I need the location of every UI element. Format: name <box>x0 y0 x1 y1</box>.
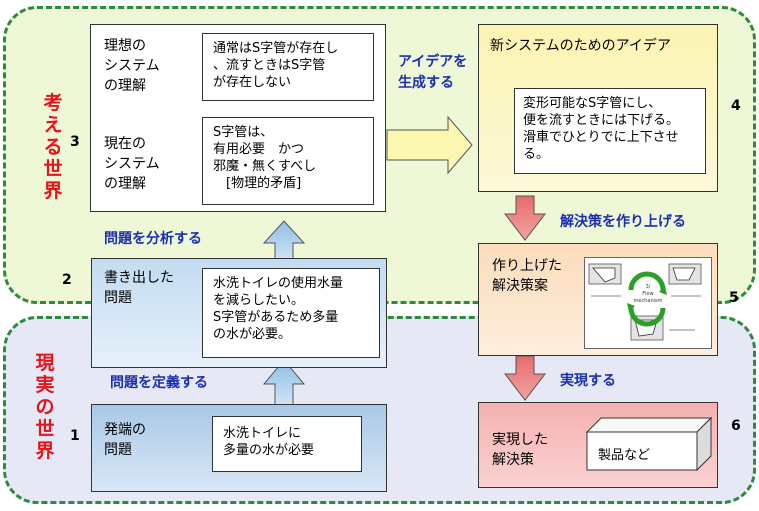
product-box-3d <box>585 416 713 472</box>
step-number-2: 2 <box>62 272 72 288</box>
built-solution-label: 作り上げた 解決策案 <box>492 258 562 294</box>
new-system-idea-box: 変形可能なS字管にし、 便を流すときには下げる。 滑車でひとりでに上下させ る。 <box>514 88 706 174</box>
step-number-3: 3 <box>70 134 80 150</box>
ideal-system-label: 理想の システム の理解 <box>104 38 160 94</box>
define-problem-label: 問題を定義する <box>110 375 208 391</box>
ideal-system-box: 通常はS字管が存在し 、流すときはS字管 が存在しない <box>202 33 374 101</box>
real-world-label: 現実の世界 <box>35 352 55 462</box>
arrow-analyze <box>262 220 306 261</box>
solution-figure: 3/ Flow mechanism <box>584 257 712 349</box>
written-problem-label: 書き出した 問題 <box>104 270 174 306</box>
arrow-generate <box>386 115 473 175</box>
thinking-world-label: 考える世界 <box>43 92 63 202</box>
realized-solution-label: 実現した 解決策 <box>492 432 548 468</box>
new-system-idea-title: 新システムのためのアイデア <box>490 38 671 54</box>
current-system-box: S字管は、 有用必要 かつ 邪魔・無くすべし [物理的矛盾] <box>202 117 374 205</box>
step-number-6: 6 <box>731 418 741 434</box>
original-problem-box: 水洗トイレに 多量の水が必要 <box>212 416 362 472</box>
analyze-problem-label: 問題を分析する <box>104 231 202 247</box>
step-number-5: 5 <box>729 290 739 306</box>
original-problem-label: 発端の 問題 <box>104 422 146 458</box>
toilet-mechanism-diagram <box>588 263 702 341</box>
product-label: 製品など <box>598 448 651 463</box>
arrow-build <box>503 195 547 241</box>
arrow-define <box>262 359 306 406</box>
step-number-4: 4 <box>731 98 741 114</box>
generate-idea-label: アイデアを 生成する <box>398 54 468 91</box>
build-solution-label: 解決策を作り上げる <box>560 214 686 230</box>
step-number-1: 1 <box>70 428 80 444</box>
written-problem-box: 水洗トイレの使用水量 を減らしたい。 S字管があるため多量 の水が必要。 <box>202 268 380 358</box>
figure-center-text: 3/ Flow mechanism <box>633 284 663 304</box>
realize-label: 実現する <box>560 373 616 389</box>
current-system-label: 現在の システム の理解 <box>104 136 160 192</box>
arrow-realize <box>503 355 547 401</box>
